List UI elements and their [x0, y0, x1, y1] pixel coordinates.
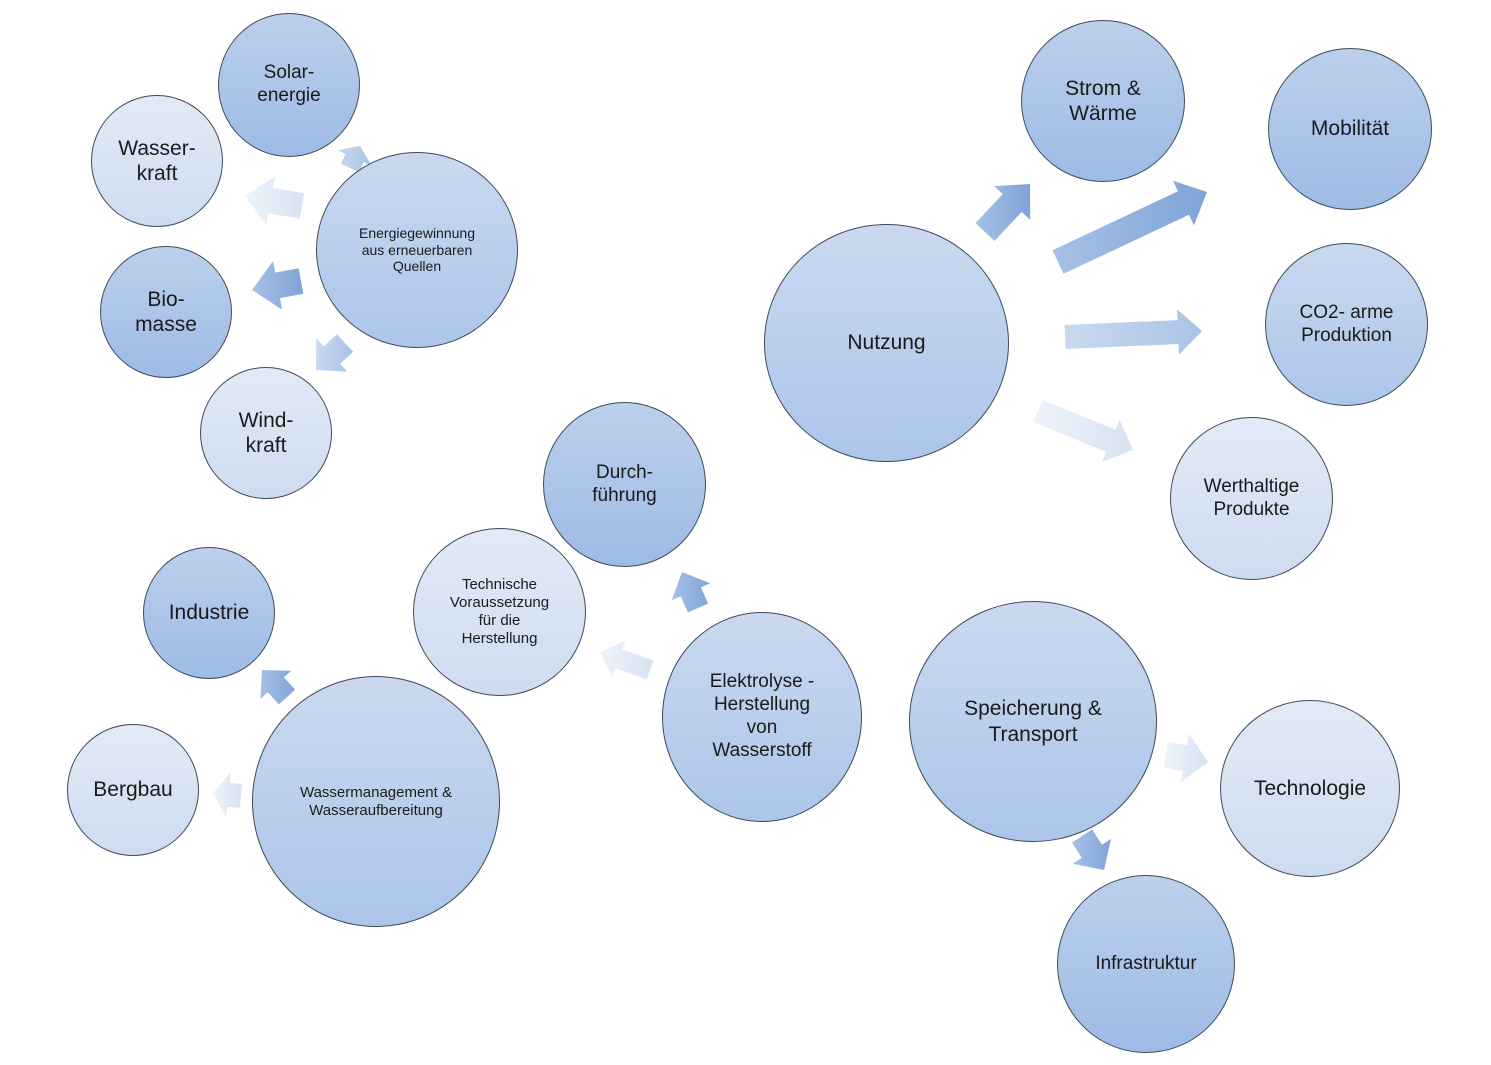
node-technische-voraussetzung: Technische Voraussetzung für die Herstel…	[413, 528, 586, 696]
node-werthaltige-produkte: Werthaltige Produkte	[1170, 417, 1333, 580]
node-mobilitaet: Mobilität	[1268, 48, 1432, 210]
node-wassermanagement: Wassermanagement & Wasseraufbereitung	[252, 676, 500, 927]
node-energiegewinnung: Energiegewinnung aus erneuerbaren Quelle…	[316, 152, 518, 348]
node-nutzung: Nutzung	[764, 224, 1009, 462]
arrow-to-co2-arme-produktion	[1064, 309, 1202, 355]
node-elektrolyse: Elektrolyse - Herstellung von Wasserstof…	[662, 612, 862, 822]
node-bergbau: Bergbau	[67, 724, 199, 856]
arrow-to-wasserkraft	[245, 176, 305, 225]
arrow-to-infrastruktur	[1071, 829, 1111, 870]
node-infrastruktur: Infrastruktur	[1057, 875, 1235, 1053]
arrow-to-werthaltige-produkte	[1033, 399, 1133, 462]
arrow-to-windkraft	[316, 334, 354, 372]
node-windkraft: Wind- kraft	[200, 367, 332, 499]
node-wasserkraft: Wasser- kraft	[91, 95, 223, 227]
arrow-to-bergbau	[213, 772, 243, 818]
arrow-to-technische-voraussetzung	[600, 640, 654, 680]
node-biomasse: Bio- masse	[100, 246, 232, 378]
node-speicherung-transport: Speicherung & Transport	[909, 601, 1157, 842]
node-durchfuehrung: Durch- führung	[543, 402, 706, 567]
arrow-to-durchfuehrung	[671, 572, 710, 613]
node-technologie: Technologie	[1220, 700, 1400, 877]
arrow-to-technologie	[1163, 733, 1208, 783]
arrow-to-biomasse	[252, 261, 304, 310]
arrow-to-solarenergie	[337, 146, 372, 173]
arrow-to-industrie	[260, 670, 296, 705]
node-industrie: Industrie	[143, 547, 275, 679]
node-strom-waerme: Strom & Wärme	[1021, 20, 1185, 182]
arrow-to-strom-waerme	[975, 184, 1031, 241]
node-solarenergie: Solar- energie	[218, 13, 360, 157]
node-co2-arme-produktion: CO2- arme Produktion	[1265, 243, 1428, 406]
arrow-to-mobilitaet	[1052, 180, 1207, 274]
